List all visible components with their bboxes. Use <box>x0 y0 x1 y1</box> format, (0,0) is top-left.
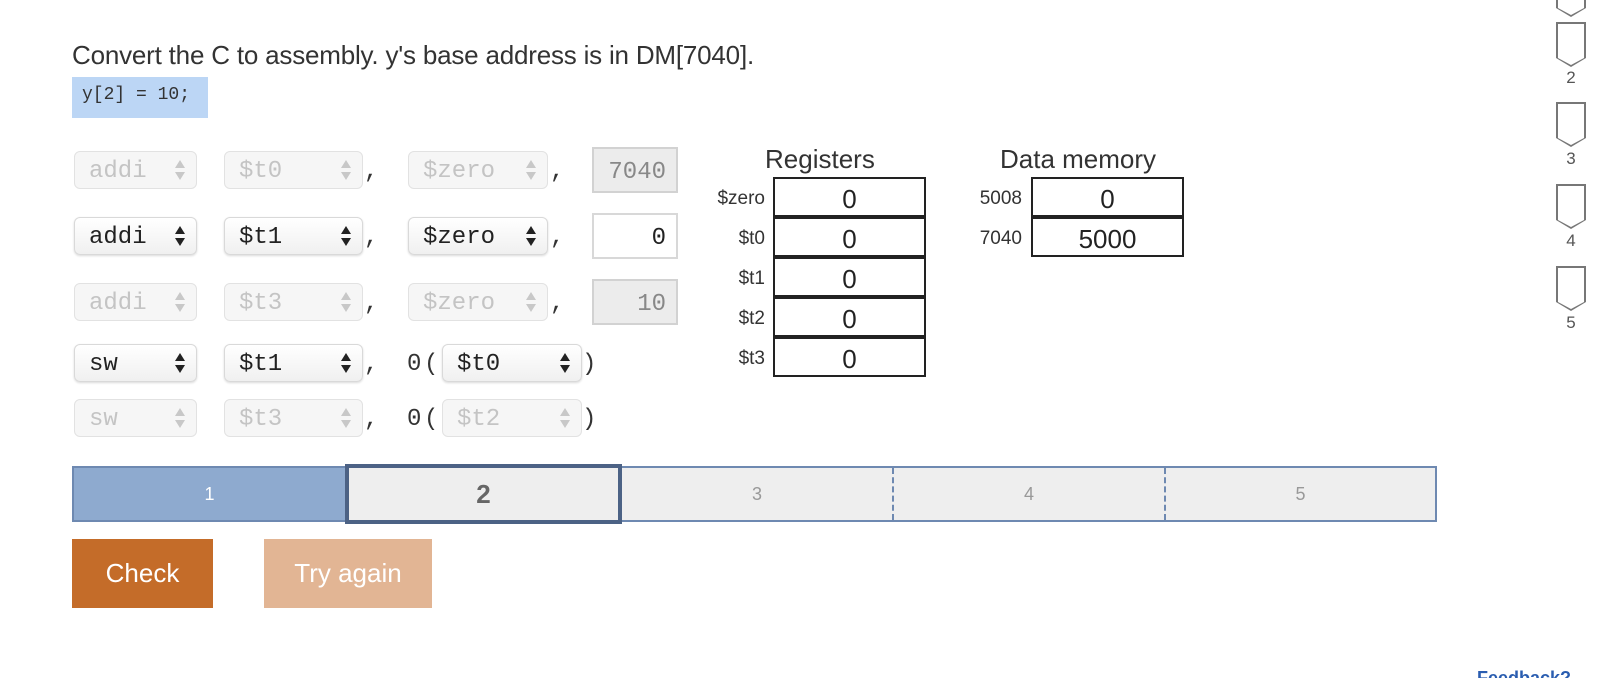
memory-value: 0 <box>1031 177 1184 217</box>
immediate-input-row-2[interactable]: 0 <box>592 213 678 259</box>
code-snippet: y[2] = 10; <box>72 77 208 118</box>
register-value: 0 <box>773 297 926 337</box>
registers-title: Registers <box>765 144 875 174</box>
progress-step-1: 1 <box>74 468 345 520</box>
opcode-value: addi <box>89 290 147 317</box>
register-label: $t1 <box>738 268 765 289</box>
close-paren: ) <box>582 406 597 433</box>
select-arrows-icon <box>174 226 186 248</box>
register-label: $t2 <box>738 308 765 329</box>
rt-select-row-1: $t0 <box>224 151 363 189</box>
comma: , <box>550 224 565 251</box>
opcode-select-row-3: addi <box>74 283 197 321</box>
select-arrows-icon <box>559 353 571 375</box>
comma: , <box>364 406 379 433</box>
rt-value: $t1 <box>239 351 283 378</box>
open-paren: ( <box>424 406 439 433</box>
select-arrows-icon <box>340 226 352 248</box>
progress-step-2: 2 <box>345 464 622 524</box>
rt-select-row-3: $t3 <box>224 283 363 321</box>
feedback-link[interactable]: Feedback? <box>1477 668 1572 678</box>
immediate-input-row-1: 7040 <box>592 147 678 193</box>
select-arrows-icon <box>174 160 186 182</box>
data-memory-title: Data memory <box>1000 144 1157 174</box>
rt-value: $t3 <box>239 406 283 433</box>
progress-step-3: 3 <box>622 468 894 520</box>
rs-value: $zero <box>423 224 496 251</box>
memory-address-label: 7040 <box>979 228 1022 249</box>
comma: , <box>364 158 379 185</box>
rt-value: $t1 <box>239 224 283 251</box>
base-select-row-5: $t2 <box>442 399 582 437</box>
register-value: 0 <box>773 257 926 297</box>
base-value: $t2 <box>457 406 501 433</box>
select-arrows-icon <box>174 292 186 314</box>
select-arrows-icon <box>340 160 352 182</box>
select-arrows-icon <box>525 226 537 248</box>
comma: , <box>364 351 379 378</box>
comma: , <box>550 290 565 317</box>
register-value: 0 <box>773 337 926 377</box>
opcode-value: sw <box>89 351 118 378</box>
base-select-row-4[interactable]: $t0 <box>442 344 582 382</box>
level-5-marker-icon[interactable] <box>1556 266 1586 311</box>
register-value: 0 <box>773 217 926 257</box>
select-arrows-icon <box>340 292 352 314</box>
opcode-value: addi <box>89 158 147 185</box>
level-marker-icon[interactable] <box>1556 0 1586 17</box>
check-button[interactable]: Check <box>72 539 213 608</box>
rs-select-row-2[interactable]: $zero <box>408 217 548 255</box>
base-value: $t0 <box>457 351 501 378</box>
opcode-select-row-5: sw <box>74 399 197 437</box>
progress-step-4: 4 <box>894 468 1166 520</box>
activity-prompt: Convert the C to assembly. y's base addr… <box>72 40 754 70</box>
memory-address-label: 5008 <box>979 188 1022 209</box>
select-arrows-icon <box>174 408 186 430</box>
level-5-label: 5 <box>1566 313 1576 332</box>
comma: , <box>550 158 565 185</box>
level-3-label: 3 <box>1566 149 1576 168</box>
register-label: $t3 <box>738 348 765 369</box>
rs-value: $zero <box>423 158 496 185</box>
memory-value: 5000 <box>1031 217 1184 257</box>
opcode-value: sw <box>89 406 118 433</box>
offset-label: 0 <box>407 406 422 433</box>
select-arrows-icon <box>525 292 537 314</box>
rs-select-row-3: $zero <box>408 283 548 321</box>
level-4-marker-icon[interactable] <box>1556 184 1586 229</box>
level-3-marker-icon[interactable] <box>1556 102 1586 147</box>
rs-value: $zero <box>423 290 496 317</box>
rt-value: $t3 <box>239 290 283 317</box>
rt-value: $t0 <box>239 158 283 185</box>
opcode-select-row-2[interactable]: addi <box>74 217 197 255</box>
select-arrows-icon <box>340 353 352 375</box>
comma: , <box>364 290 379 317</box>
close-paren: ) <box>582 351 597 378</box>
select-arrows-icon <box>340 408 352 430</box>
immediate-input-row-3: 10 <box>592 279 678 325</box>
opcode-select-row-1: addi <box>74 151 197 189</box>
rt-select-row-4[interactable]: $t1 <box>224 344 363 382</box>
try-again-button[interactable]: Try again <box>264 539 432 608</box>
register-label: $t0 <box>738 228 765 249</box>
rs-select-row-1: $zero <box>408 151 548 189</box>
progress-step-5: 5 <box>1295 484 1306 504</box>
opcode-value: addi <box>89 224 147 251</box>
level-4-label: 4 <box>1566 231 1576 250</box>
register-label: $zero <box>717 188 765 209</box>
level-2-marker-icon[interactable] <box>1556 22 1586 67</box>
register-value: 0 <box>773 177 926 217</box>
level-2-label: 2 <box>1566 68 1576 87</box>
rt-select-row-5: $t3 <box>224 399 363 437</box>
select-arrows-icon <box>525 160 537 182</box>
rt-select-row-2[interactable]: $t1 <box>224 217 363 255</box>
opcode-select-row-4[interactable]: sw <box>74 344 197 382</box>
select-arrows-icon <box>559 408 571 430</box>
offset-label: 0 <box>407 351 422 378</box>
select-arrows-icon <box>174 353 186 375</box>
open-paren: ( <box>424 351 439 378</box>
level-progress-bar: 1 2 3 4 5 <box>72 464 1437 524</box>
comma: , <box>364 224 379 251</box>
